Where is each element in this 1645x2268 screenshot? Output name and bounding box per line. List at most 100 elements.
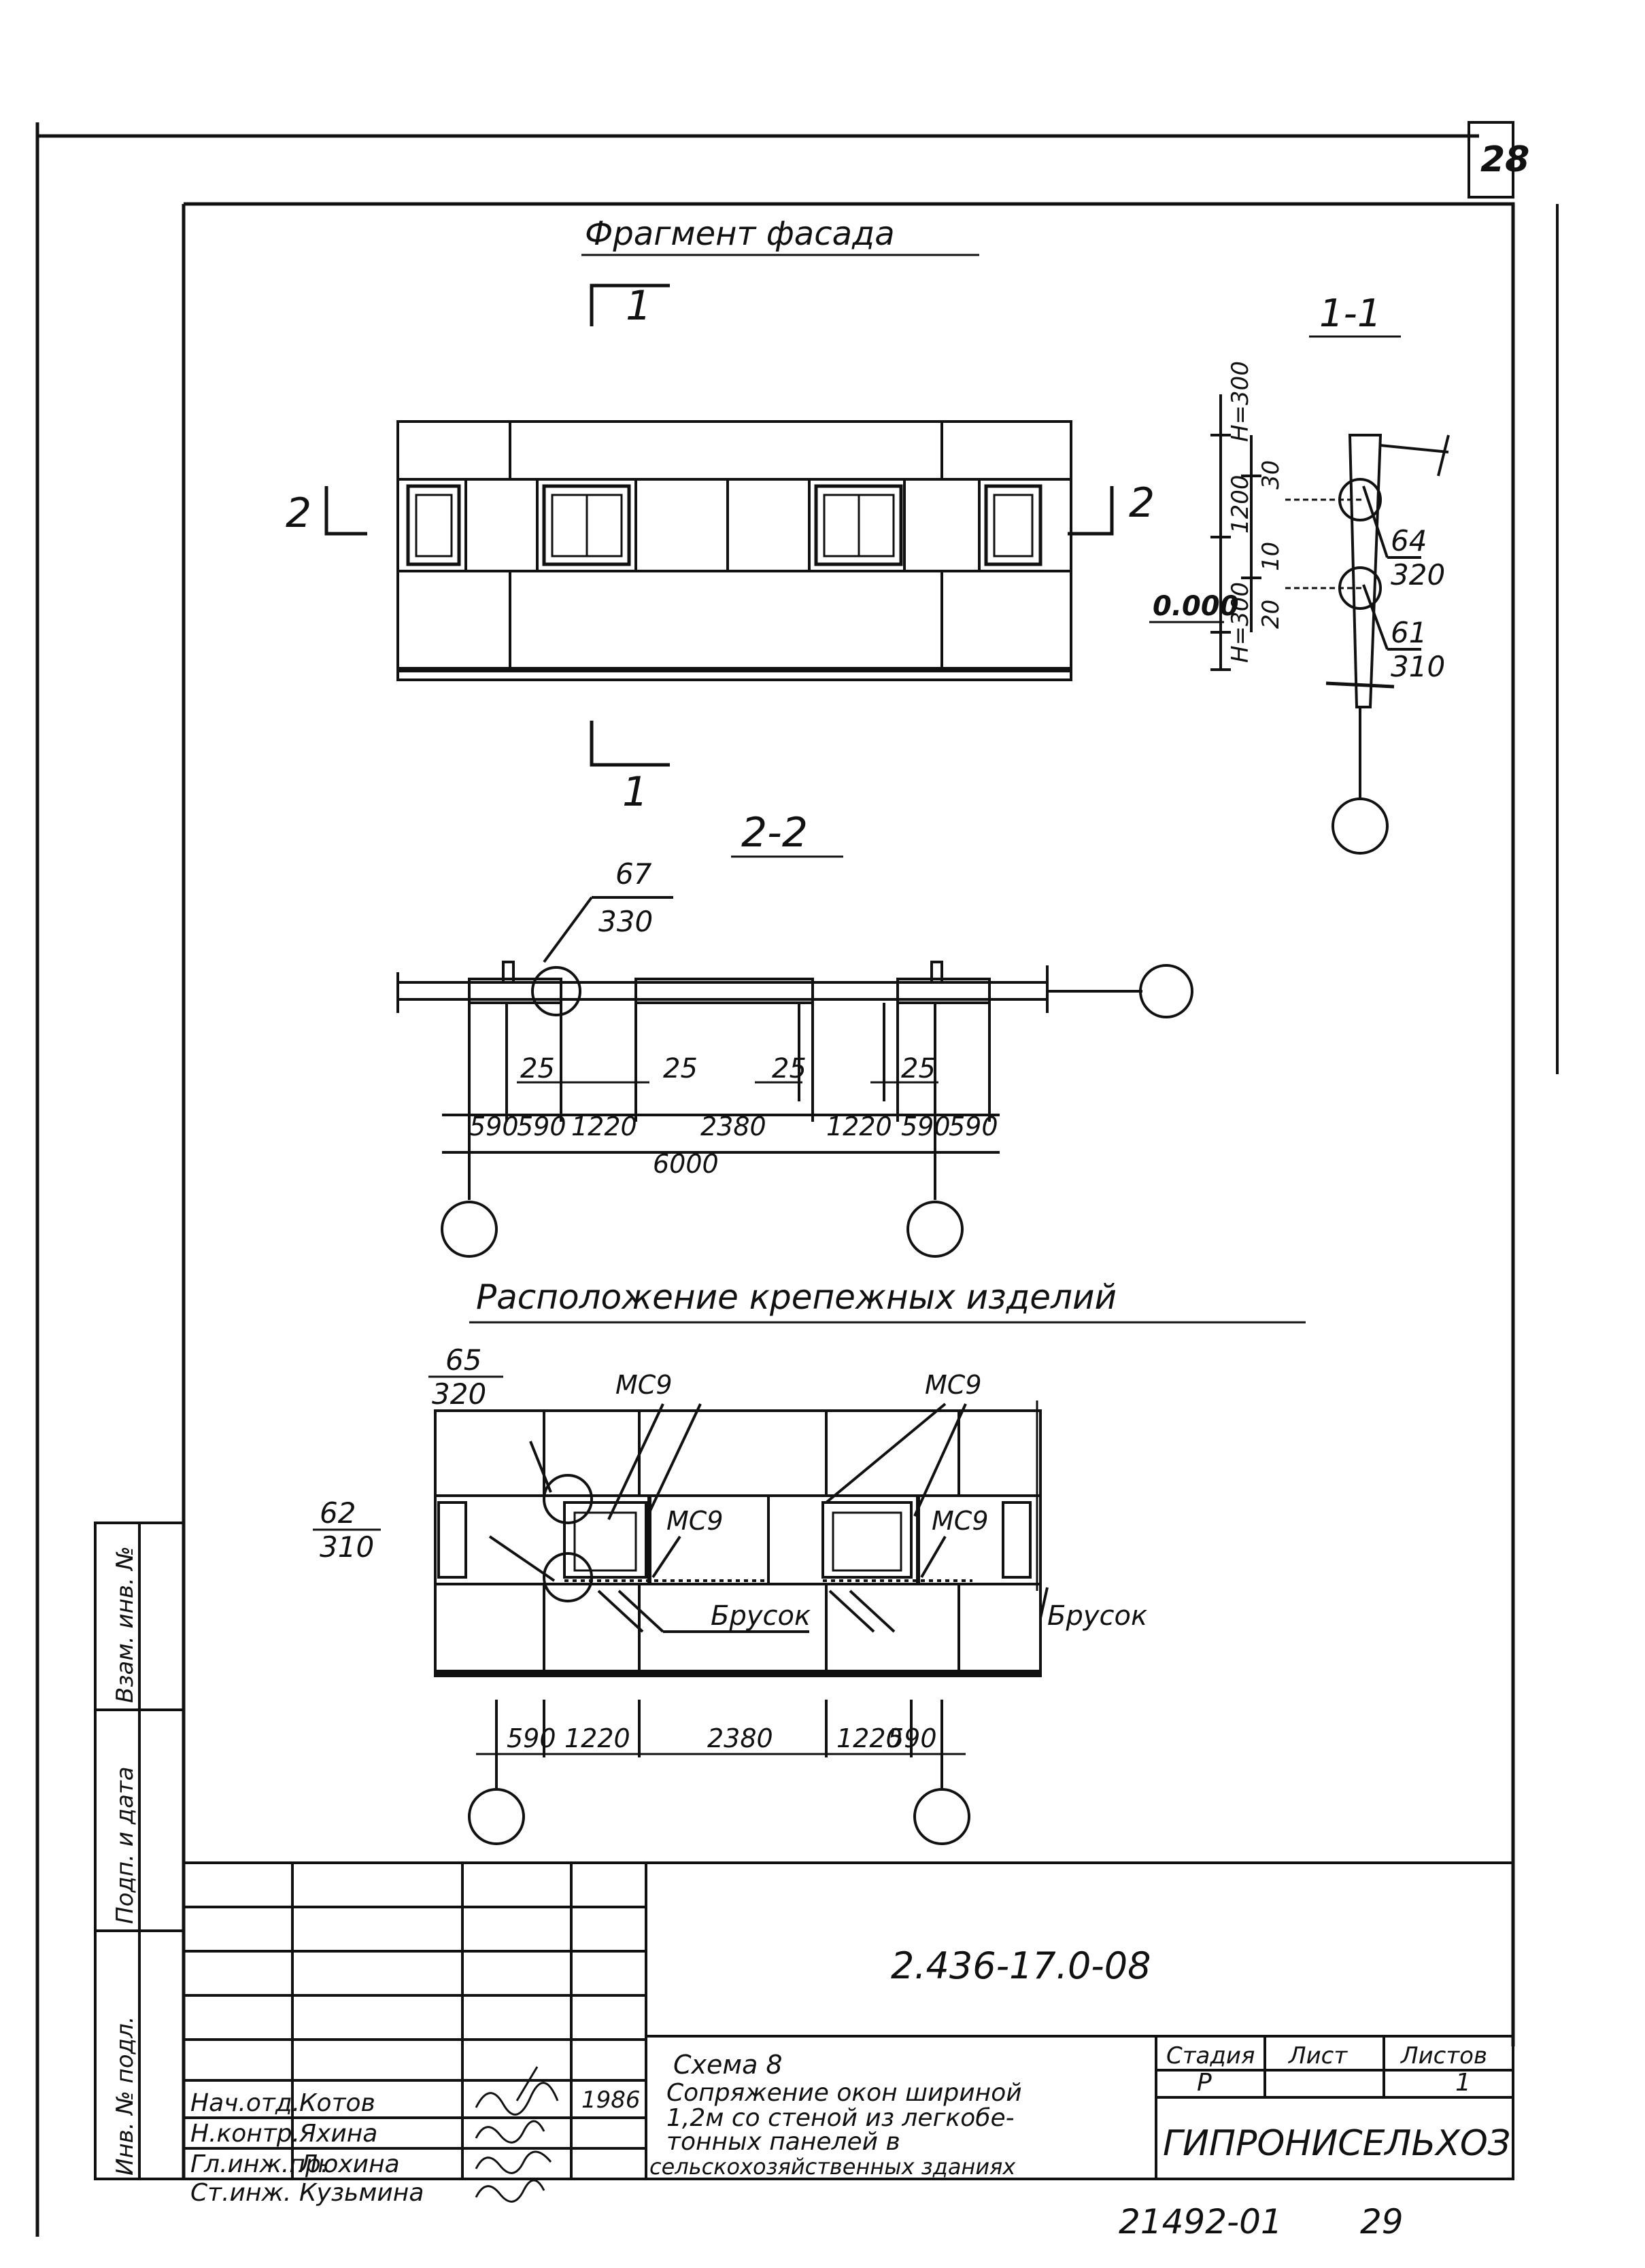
section-1-1-dim-2: Н=300 bbox=[1227, 361, 1254, 442]
callout-67-num: 67 bbox=[615, 857, 652, 891]
title-block bbox=[182, 1861, 1514, 2180]
fasteners-title: Расположение крепежных изделий bbox=[476, 1277, 1117, 1317]
side-strip bbox=[94, 1522, 185, 2180]
sheet-header: Лист bbox=[1287, 2042, 1348, 2069]
section-2-2-dim-1: 590 bbox=[469, 1112, 519, 1141]
section-2-2-dim-6: 590 bbox=[901, 1112, 951, 1141]
callout-65-num: 65 bbox=[445, 1343, 481, 1377]
section-1-1-callout-circle-upper bbox=[1338, 478, 1382, 521]
name-2: Яхина bbox=[299, 2120, 377, 2148]
section-2-2-callout-circle bbox=[531, 966, 581, 1016]
callout-62-den: 310 bbox=[320, 1530, 374, 1564]
callout-61-num: 61 bbox=[1391, 616, 1427, 649]
fasteners-drawing bbox=[434, 1401, 1049, 1788]
fasteners-axis-bubble-right bbox=[913, 1788, 970, 1845]
fasteners-callout-62: 62 310 bbox=[313, 1496, 381, 1564]
facade-window-2 bbox=[542, 484, 631, 566]
section-1-1-axis-bubble bbox=[1332, 797, 1389, 855]
side-label-vzam-inv: Взам. инв. № bbox=[112, 1546, 139, 1703]
section-mark-1-top-label: 1 bbox=[626, 282, 651, 330]
callout-61-den: 310 bbox=[1391, 650, 1445, 683]
sheet-frame bbox=[35, 121, 1559, 2237]
section-1-1-elevation: 0.000 bbox=[1153, 591, 1239, 622]
fastener-label-brusok-2: Брусок bbox=[1047, 1600, 1147, 1632]
section-1-1-drawing bbox=[1149, 394, 1450, 799]
section-1-1-dim-3: 30 bbox=[1257, 460, 1285, 489]
section-2-2-gap-3: 25 bbox=[772, 1053, 807, 1084]
section-mark-2-left-label: 2 bbox=[286, 489, 311, 537]
section-2-2-callout-67: 67 330 bbox=[598, 857, 653, 938]
signature-3 bbox=[475, 2150, 552, 2174]
section-1-1-callout-64: 64 320 bbox=[1391, 524, 1445, 591]
signatures bbox=[475, 2066, 559, 2203]
section-mark-2-right: 2 bbox=[1068, 479, 1155, 536]
fasteners-dim-4: 1220 bbox=[836, 1723, 902, 1753]
drawing-code: 2.436-17.0-08 bbox=[891, 1944, 1151, 1987]
section-2-2-gap-4: 25 bbox=[901, 1053, 936, 1084]
fasteners-callout-circle-upper bbox=[543, 1474, 593, 1524]
bottom-number: 21492-01 bbox=[1119, 2202, 1283, 2241]
facade-windows bbox=[406, 484, 1042, 566]
section-2-2-dim-5: 1220 bbox=[826, 1112, 892, 1141]
side-label-podp-data: Подп. и дата bbox=[112, 1766, 139, 1924]
section-mark-1-bottom: 1 bbox=[590, 721, 670, 816]
page-number: 28 bbox=[1480, 139, 1529, 180]
section-1-1-dim-4: 10 bbox=[1257, 542, 1285, 571]
callout-67-den: 330 bbox=[598, 905, 653, 938]
facade-window-3 bbox=[814, 484, 903, 566]
section-1-1-title: 1-1 bbox=[1319, 292, 1381, 336]
section-2-2-drawing bbox=[396, 896, 1142, 1200]
section-1-1-dim-5: 20 bbox=[1257, 600, 1285, 629]
fastener-label-mc9-4: МС9 bbox=[932, 1506, 989, 1536]
title-line-1: Схема 8 bbox=[673, 2050, 783, 2080]
section-mark-2-left: 2 bbox=[286, 486, 367, 537]
section-2-2-total: 6000 bbox=[653, 1149, 719, 1179]
callout-64-num: 64 bbox=[1391, 524, 1427, 557]
section-2-2-gap-2: 25 bbox=[663, 1053, 698, 1084]
section-2-2-dim-7: 590 bbox=[949, 1112, 998, 1141]
stamp-year: 1986 bbox=[581, 2086, 641, 2114]
facade-title: Фрагмент фасада bbox=[585, 215, 895, 253]
fasteners-axis-bubble-left bbox=[468, 1788, 525, 1845]
fastener-label-brusok-1: Брусок bbox=[711, 1600, 811, 1632]
section-2-2-axis-bubble-left bbox=[441, 1201, 498, 1258]
title-line-3: 1,2м со стеной из легкобе- bbox=[666, 2104, 1015, 2132]
name-1: Котов bbox=[299, 2089, 375, 2117]
fasteners-callout-65: 65 320 bbox=[428, 1343, 503, 1411]
signature-1 bbox=[475, 2066, 559, 2116]
fasteners-dim-2: 1220 bbox=[564, 1723, 630, 1753]
fasteners-dim-5: 590 bbox=[887, 1723, 937, 1753]
fasteners-dim-1: 590 bbox=[507, 1723, 556, 1753]
callout-64-den: 320 bbox=[1391, 558, 1445, 591]
section-1-1-dim-1: 1200 bbox=[1227, 475, 1254, 534]
section-2-2-dim-3: 1220 bbox=[571, 1112, 637, 1141]
name-3: Люхина bbox=[298, 2150, 400, 2178]
role-2: Н.контр. bbox=[190, 2120, 300, 2148]
callout-65-den: 320 bbox=[432, 1377, 486, 1411]
role-3: Гл.инж.пр. bbox=[190, 2150, 328, 2178]
section-1-1-callout-61: 61 310 bbox=[1391, 616, 1445, 683]
name-4: Кузьмина bbox=[299, 2179, 424, 2207]
section-2-2-axis-bubble-mid bbox=[906, 1201, 964, 1258]
section-1-1-callout-circle-lower bbox=[1338, 566, 1382, 610]
fasteners-dim-3: 2380 bbox=[707, 1723, 773, 1753]
stage-value: Р bbox=[1197, 2069, 1212, 2097]
section-mark-1-top: 1 bbox=[590, 282, 670, 330]
role-4: Ст.инж. bbox=[190, 2179, 291, 2207]
title-line-2: Сопряжение окон шириной bbox=[666, 2079, 1022, 2107]
bottom-sheet-number: 29 bbox=[1360, 2202, 1404, 2241]
callout-62-num: 62 bbox=[320, 1496, 356, 1530]
section-mark-2-right-label: 2 bbox=[1129, 479, 1155, 527]
title-line-4: тонных панелей в bbox=[666, 2128, 900, 2156]
section-2-2-dim-2: 590 bbox=[517, 1112, 566, 1141]
organization-name: ГИПРОНИСЕЛЬХОЗ bbox=[1163, 2123, 1510, 2164]
fastener-label-mc9-1: МС9 bbox=[615, 1370, 673, 1400]
section-2-2-dim-4: 2380 bbox=[700, 1112, 766, 1141]
role-1: Нач.отд. bbox=[190, 2089, 300, 2117]
section-mark-1-bottom-label: 1 bbox=[622, 768, 648, 816]
section-2-2-gap-1: 25 bbox=[520, 1053, 555, 1084]
facade-fragment bbox=[396, 420, 1072, 681]
section-2-2-title: 2-2 bbox=[741, 809, 808, 857]
fasteners-callout-circle-lower bbox=[543, 1552, 593, 1602]
